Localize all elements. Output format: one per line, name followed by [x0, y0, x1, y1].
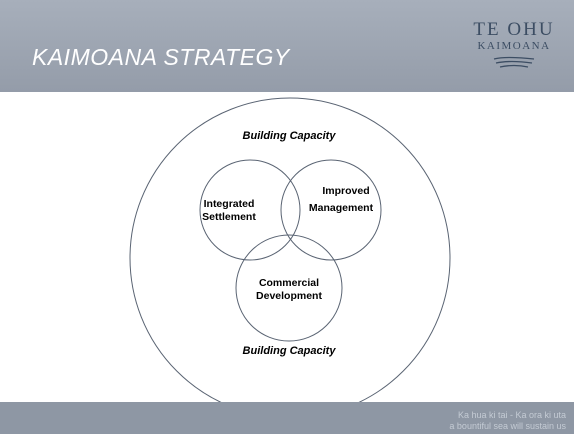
label-commercial: Commercial	[259, 277, 319, 289]
label-improved: Improved	[322, 185, 369, 197]
footer-motto-english: a bountiful sea will sustain us	[449, 421, 566, 431]
circle-improved-management	[280, 159, 382, 261]
slide-content: Building Capacity Building Capacity Inte…	[0, 92, 574, 419]
logo-text-kaimoana: KAIMOANA	[477, 40, 551, 52]
slide-header: KAIMOANA STRATEGY TE OHU KAIMOANA	[0, 0, 574, 92]
logo-text-te-ohu: TE OHU	[473, 19, 555, 40]
slide-title: KAIMOANA STRATEGY	[32, 44, 290, 70]
circle-integrated-settlement	[199, 159, 301, 261]
circle-commercial-development	[235, 234, 343, 342]
footer-motto-maori: Ka hua ki tai - Ka ora ki uta	[457, 410, 566, 420]
outer-label-top: Building Capacity	[243, 130, 337, 142]
waves-icon	[493, 56, 535, 68]
venn-diagram: Building Capacity Building Capacity Inte…	[129, 97, 451, 419]
label-management: Management	[309, 202, 374, 214]
slide-footer: Ka hua ki tai - Ka ora ki uta a bountifu…	[0, 402, 574, 434]
te-ohu-kaimoana-logo: TE OHU KAIMOANA	[464, 20, 564, 76]
outer-label-bottom: Building Capacity	[243, 345, 337, 357]
label-development: Development	[256, 290, 322, 302]
label-settlement: Settlement	[202, 211, 256, 223]
label-integrated: Integrated	[204, 198, 255, 210]
